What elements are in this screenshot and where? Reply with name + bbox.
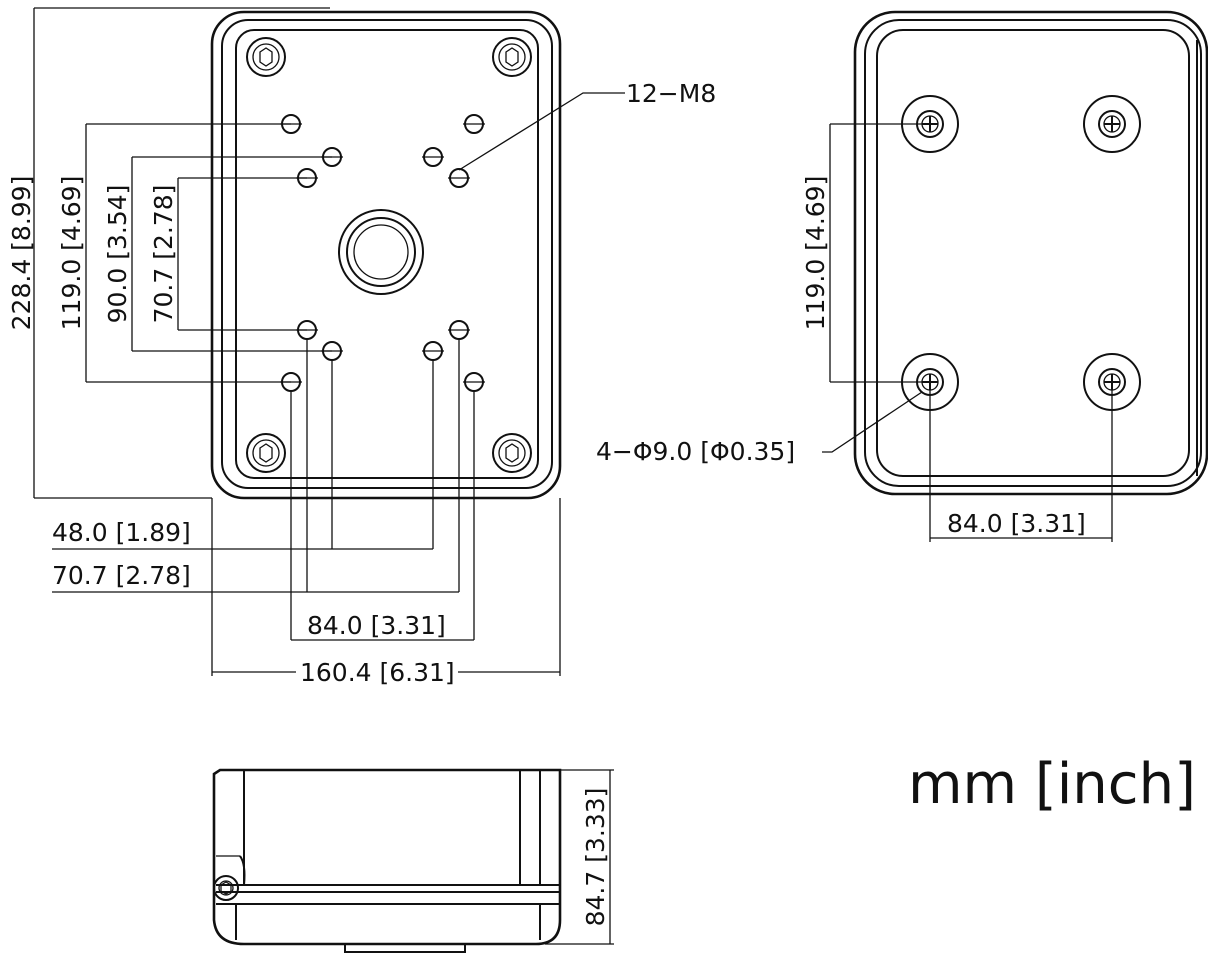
dim-height-70: 70.7 [2.78] bbox=[149, 185, 178, 324]
front-plate bbox=[235, 29, 539, 479]
back-dimensions bbox=[822, 123, 1113, 542]
front-body-outer bbox=[210, 10, 562, 500]
back-body-inner bbox=[876, 29, 1190, 477]
front-vertical-dimensions bbox=[33, 7, 332, 499]
side-body-outline bbox=[212, 768, 562, 946]
dim-height-119: 119.0 [4.69] bbox=[57, 176, 86, 331]
side-view: 84.7 [3.33] bbox=[212, 768, 614, 953]
dim-height-90: 90.0 [3.54] bbox=[103, 185, 132, 324]
hinge-screw-icon bbox=[213, 875, 239, 901]
m8-hole-icon bbox=[463, 114, 485, 134]
m8-hole-icon bbox=[463, 372, 485, 392]
m8-hole-icon bbox=[422, 341, 444, 361]
dim-width-total: 160.4 [6.31] bbox=[300, 658, 455, 687]
dim-width-70: 70.7 [2.78] bbox=[52, 561, 191, 590]
m8-hole-icon bbox=[448, 320, 470, 340]
corner-screw-icon bbox=[246, 37, 286, 77]
corner-screw-icon bbox=[492, 433, 532, 473]
dim-back-width-84: 84.0 [3.31] bbox=[947, 509, 1086, 538]
dim-width-48: 48.0 [1.89] bbox=[52, 518, 191, 547]
dim-height-total: 228.4 [8.99] bbox=[7, 176, 36, 331]
m8-hole-icon bbox=[448, 168, 470, 188]
front-horizontal-dimensions bbox=[52, 92, 625, 676]
dim-side-height: 84.7 [3.33] bbox=[581, 788, 610, 927]
side-dimensions bbox=[545, 769, 614, 945]
dim-width-84: 84.0 [3.31] bbox=[307, 611, 446, 640]
label-thread: 12−M8 bbox=[626, 79, 716, 108]
units-label: mm [inch] bbox=[908, 752, 1196, 817]
label-holes: 4−Φ9.0 [Φ0.35] bbox=[596, 437, 795, 466]
front-body-inner bbox=[221, 19, 553, 489]
back-view: 119.0 [4.69] 84.0 [3.31] 4−Φ9.0 [Φ0.35] bbox=[596, 10, 1208, 542]
m8-hole-icon bbox=[422, 147, 444, 167]
front-view: 228.4 [8.99] 119.0 [4.69] 90.0 [3.54] 70… bbox=[7, 7, 716, 687]
back-body-outer bbox=[853, 10, 1208, 496]
dim-back-height-119: 119.0 [4.69] bbox=[801, 176, 830, 331]
corner-screw-icon bbox=[246, 433, 286, 473]
mounting-screw-icon bbox=[1083, 95, 1141, 153]
corner-screw-icon bbox=[492, 37, 532, 77]
back-body-mid bbox=[864, 19, 1202, 487]
cable-entry-icon bbox=[338, 209, 424, 295]
